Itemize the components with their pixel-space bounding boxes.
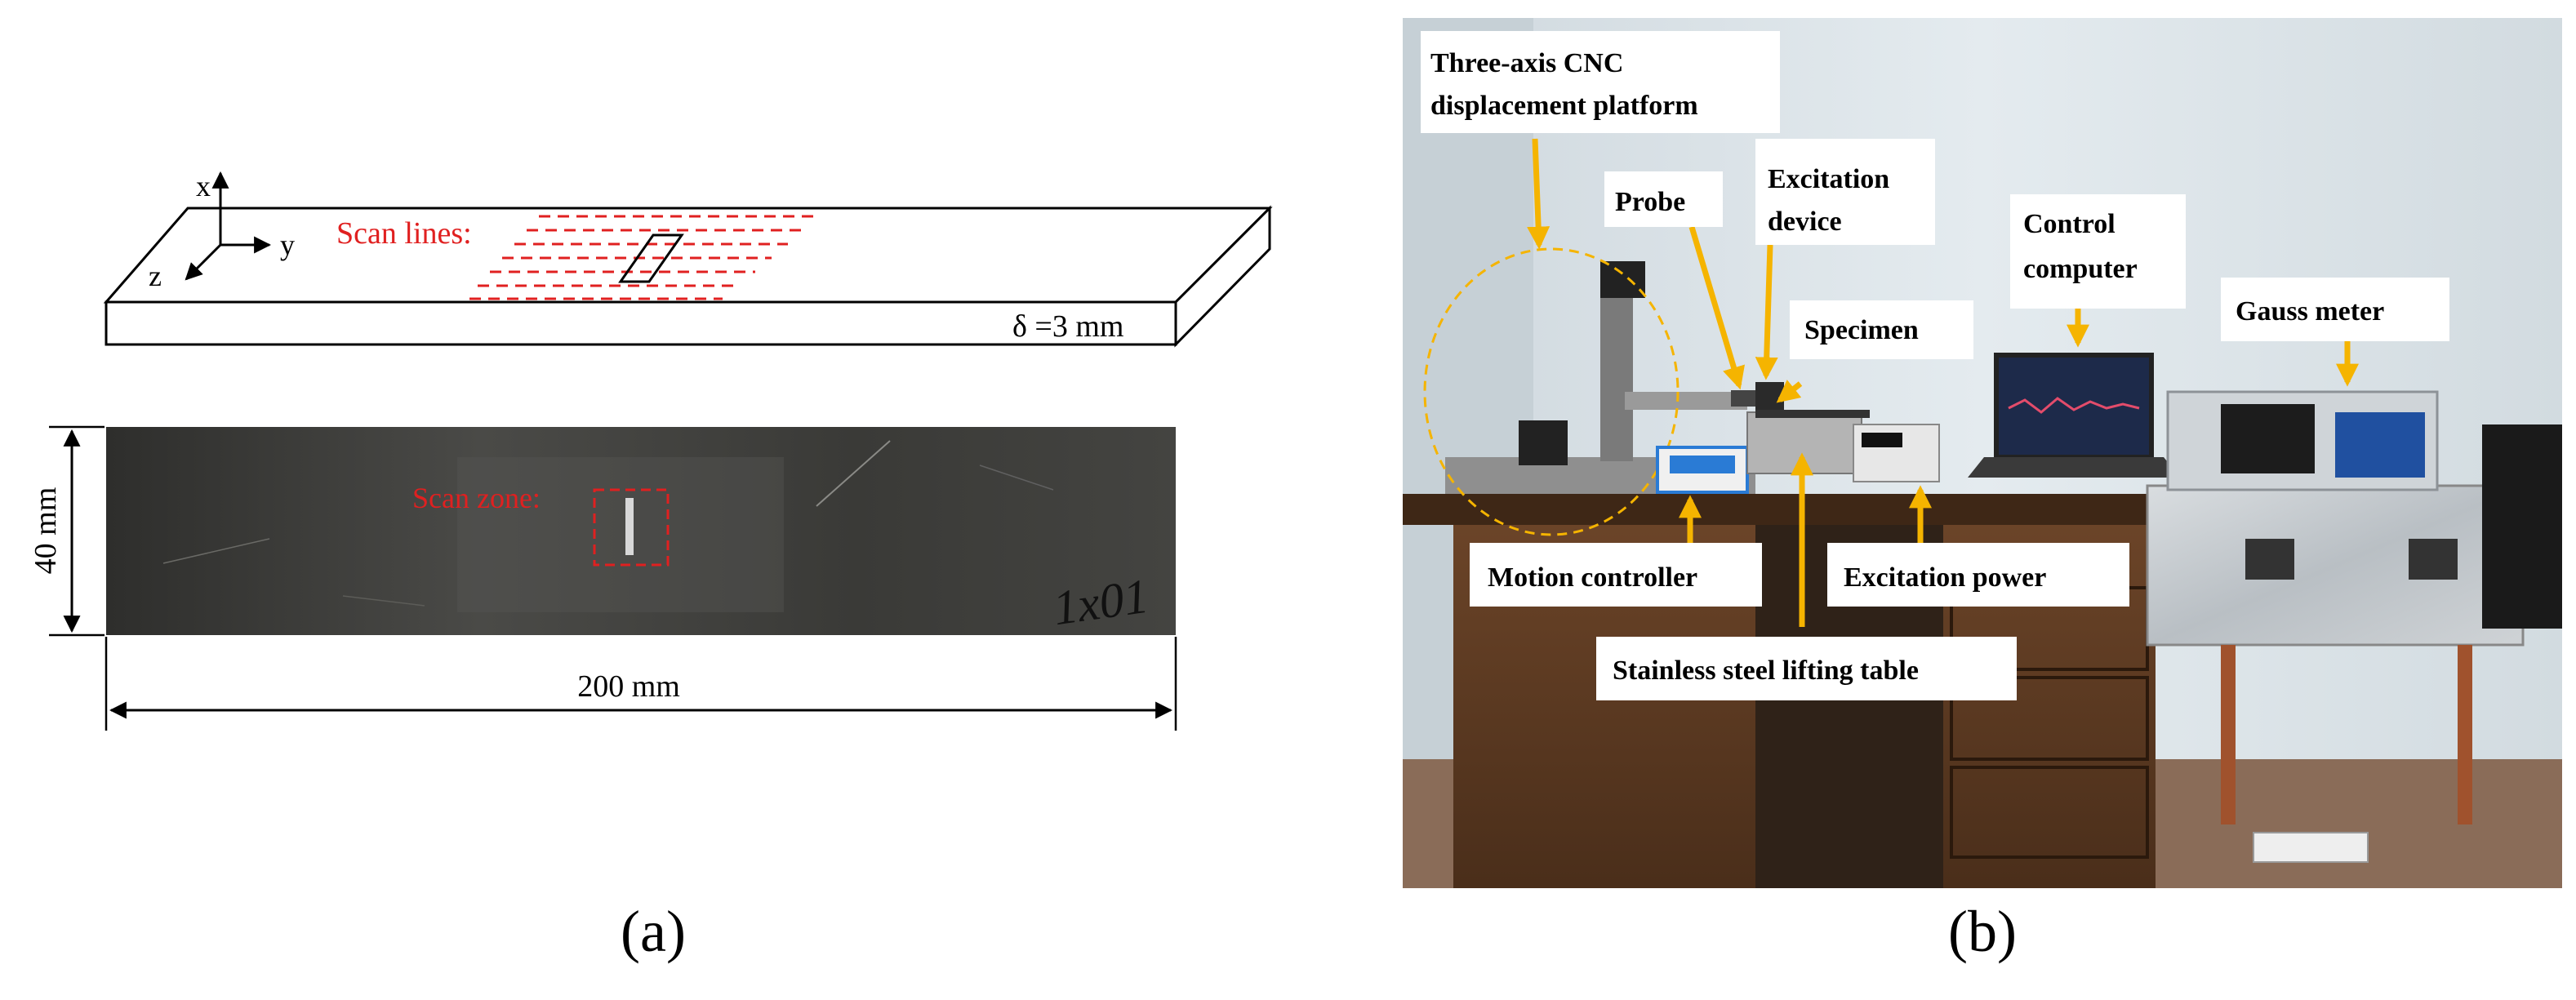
cnc-motor bbox=[1600, 261, 1645, 298]
height-label: 40 mm bbox=[29, 487, 63, 575]
gauss-meter-screen bbox=[2221, 404, 2315, 473]
motion-controller-screen bbox=[1670, 456, 1735, 473]
excitation-device-label-line1: Excitation bbox=[1768, 164, 1889, 194]
cnc-arm bbox=[1625, 392, 1747, 410]
scan-zone-box bbox=[593, 488, 670, 567]
y-axis-label: y bbox=[280, 229, 295, 261]
laptop-keyboard bbox=[1968, 457, 2180, 478]
probe-label-box bbox=[1604, 171, 1723, 227]
excitation-power-display bbox=[1862, 433, 1902, 447]
scan-zone-label: Scan zone: bbox=[412, 482, 541, 514]
surface-scratch bbox=[342, 595, 425, 607]
chair bbox=[2482, 424, 2562, 629]
case-latch bbox=[2409, 539, 2458, 580]
excitation-device-arrow bbox=[1755, 244, 1778, 380]
plate-3d bbox=[103, 205, 1273, 348]
specimen-photo: 1x01 Scan zone: bbox=[106, 427, 1176, 635]
table-leg bbox=[2458, 645, 2472, 824]
z-axis-label: z bbox=[149, 260, 162, 292]
control-computer-label-box bbox=[2010, 194, 2186, 309]
height-dimension: 40 mm bbox=[29, 425, 105, 637]
specimen-arrow bbox=[1776, 380, 1803, 403]
cnc-column bbox=[1600, 286, 1633, 461]
gauss-meter-label: Gauss meter bbox=[2236, 296, 2384, 327]
caption-a: (a) bbox=[621, 899, 686, 964]
cnc-highlight-circle bbox=[1423, 247, 1680, 536]
desk-drawer bbox=[1950, 676, 2149, 761]
lifting-table-label: Stainless steel lifting table bbox=[1613, 656, 1919, 686]
gauss-meter-device bbox=[2166, 390, 2439, 491]
cnc-arrow bbox=[1527, 138, 1550, 250]
table-leg bbox=[2221, 645, 2236, 824]
cnc-label-line1: Three-axis CNC bbox=[1430, 48, 1623, 78]
specimen-worn-area bbox=[457, 457, 784, 612]
specimen-on-stage bbox=[1755, 410, 1870, 418]
length-label: 200 mm bbox=[577, 669, 680, 704]
excitation-device-label-box bbox=[1755, 139, 1935, 245]
motion-controller-label: Motion controller bbox=[1488, 562, 1697, 593]
gauss-meter-label-box bbox=[2221, 278, 2449, 341]
cnc-motor bbox=[1519, 420, 1568, 465]
z-axis-line bbox=[185, 243, 222, 281]
crack-outline bbox=[618, 233, 684, 283]
surface-scratch bbox=[162, 538, 270, 564]
excitation-power-label-box bbox=[1827, 543, 2129, 607]
surface-scratch bbox=[979, 464, 1054, 491]
label-boxes: Three-axis CNC displacement platform Pro… bbox=[1421, 31, 2449, 700]
desk-drawer bbox=[1950, 766, 2149, 859]
gauss-meter-keypad bbox=[2335, 412, 2425, 478]
probe-device bbox=[1731, 390, 1755, 407]
laptop-signal-trace bbox=[2008, 397, 2140, 414]
probe-arrow bbox=[1688, 225, 1745, 390]
laptop-screen bbox=[1994, 353, 2154, 460]
surface-scratch bbox=[816, 440, 891, 507]
probe-label: Probe bbox=[1615, 187, 1685, 217]
callout-arrows bbox=[1527, 138, 2359, 627]
specimen-surface bbox=[106, 427, 1176, 635]
cnc-label-line2: displacement platform bbox=[1430, 91, 1698, 121]
length-dimension: 200 mm bbox=[105, 637, 1177, 731]
motion-controller-label-box bbox=[1470, 543, 1762, 607]
control-computer-label-line1: Control bbox=[2023, 209, 2116, 239]
scan-lines-label: Scan lines: bbox=[336, 216, 472, 251]
aluminum-case bbox=[2146, 484, 2525, 647]
instrument-case-table bbox=[2146, 424, 2562, 863]
x-axis-label: x bbox=[196, 170, 211, 202]
specimen-label-box bbox=[1790, 300, 1973, 359]
control-laptop bbox=[1968, 353, 2180, 478]
crack-slot bbox=[625, 498, 634, 555]
specimen-label: Specimen bbox=[1804, 315, 1919, 345]
lifting-table-label-box bbox=[1596, 637, 2017, 700]
excitation-device-label-line2: device bbox=[1768, 207, 1842, 237]
specimen-marking: 1x01 bbox=[1050, 569, 1152, 636]
panel-a: x y z Scan lines: δ =3 mm 1x01 bbox=[29, 170, 1273, 964]
plate-side-face bbox=[1174, 205, 1271, 348]
control-computer-label-line2: computer bbox=[2023, 254, 2138, 284]
caption-b: (b) bbox=[1948, 899, 2017, 964]
case-latch bbox=[2245, 539, 2294, 580]
thickness-label: δ =3 mm bbox=[1012, 309, 1123, 344]
cnc-label-box bbox=[1421, 31, 1780, 133]
excitation-power-label: Excitation power bbox=[1844, 562, 2046, 593]
panel-b: Three-axis CNC displacement platform Pro… bbox=[1403, 18, 2562, 964]
coordinate-axes: x y z bbox=[149, 170, 295, 292]
power-strip bbox=[2253, 832, 2369, 863]
